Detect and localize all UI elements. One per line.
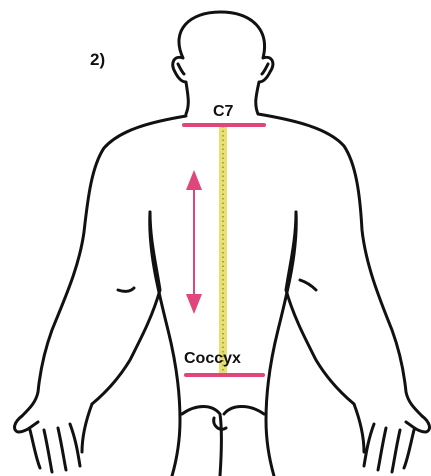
right-arm-outer (258, 114, 422, 416)
ear-right (262, 64, 268, 74)
double-headed-arrow-icon (186, 170, 202, 314)
spine-tape-measure-icon (219, 126, 227, 376)
left-armpit (118, 288, 134, 291)
buttocks-outline (182, 407, 264, 476)
right-armpit (300, 280, 316, 290)
left-arm-outer (22, 116, 186, 416)
ear-left (178, 64, 184, 74)
coccyx-label: Coccyx (184, 351, 241, 367)
head-outline (173, 12, 273, 114)
c7-label: C7 (213, 104, 233, 120)
left-hand (15, 404, 92, 472)
step-number: 2) (90, 51, 105, 68)
